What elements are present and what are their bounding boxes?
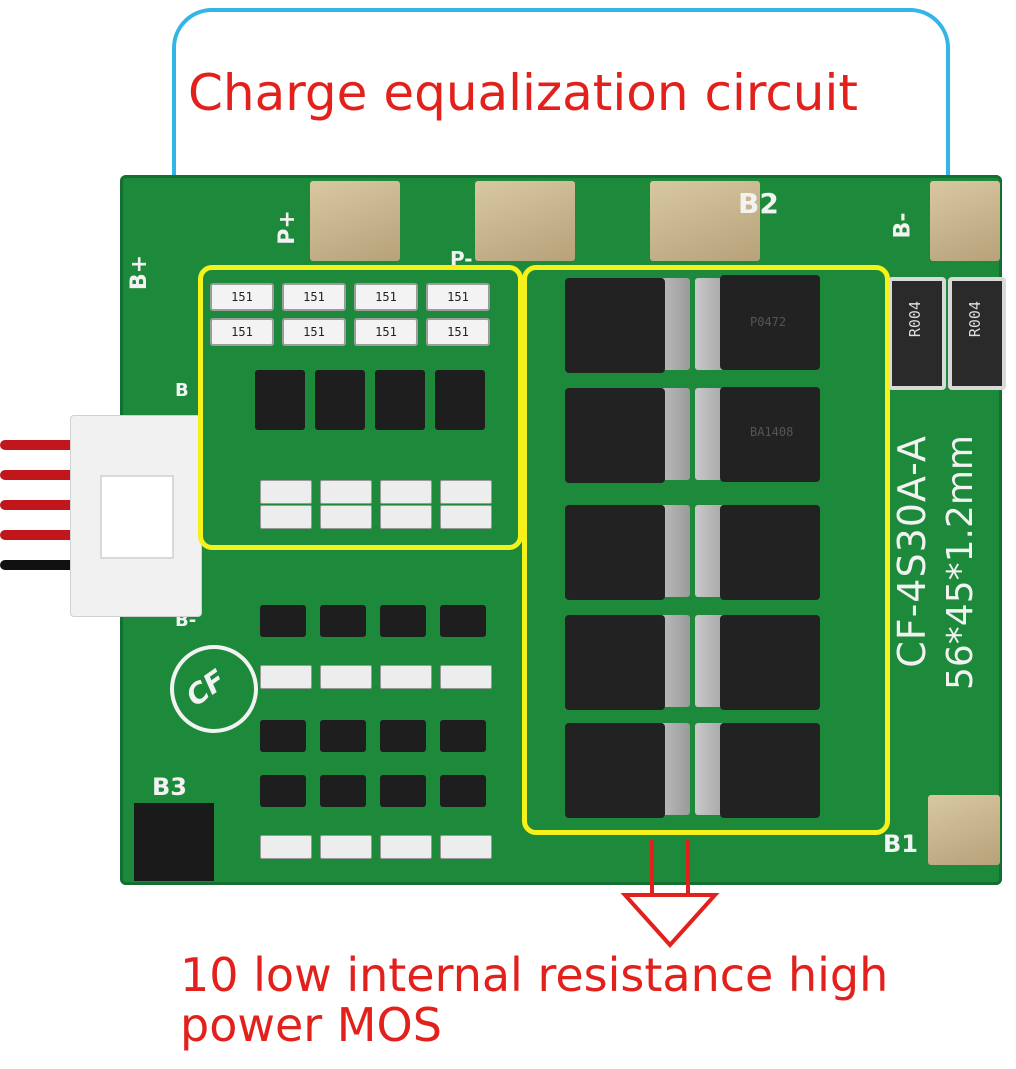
protection-ic bbox=[380, 775, 426, 807]
pad-top-1 bbox=[310, 181, 400, 261]
down-arrow-icon bbox=[620, 893, 720, 948]
label-p-plus: P+ bbox=[274, 210, 300, 245]
label-b2: B2 bbox=[738, 187, 779, 220]
protection-ic bbox=[380, 720, 426, 752]
pad-b1 bbox=[928, 795, 1000, 865]
pad-b3 bbox=[134, 803, 214, 881]
mosfet bbox=[720, 275, 820, 370]
pad-top-3 bbox=[650, 181, 760, 261]
capacitor bbox=[440, 835, 492, 859]
capacitor bbox=[260, 505, 312, 529]
pad-top-2 bbox=[475, 181, 575, 261]
protection-ic bbox=[260, 605, 306, 637]
capacitor bbox=[260, 480, 312, 504]
capacitor bbox=[440, 505, 492, 529]
mosfet bbox=[720, 505, 820, 600]
mosfet-highlight bbox=[522, 265, 890, 835]
balance-ic bbox=[375, 370, 425, 430]
protection-ic bbox=[320, 720, 366, 752]
protection-ic bbox=[320, 775, 366, 807]
resistor-151: 151 bbox=[210, 283, 274, 311]
wire-black bbox=[0, 560, 80, 570]
protection-ic bbox=[440, 720, 486, 752]
pcb-board: B+ P+ P- B2 B- B B- B3 B1 CF CF-4S30A-A … bbox=[120, 175, 1006, 885]
capacitor bbox=[380, 480, 432, 504]
balance-ic bbox=[435, 370, 485, 430]
equalization-highlight bbox=[198, 265, 523, 550]
protection-ic bbox=[260, 775, 306, 807]
mosfet-code: P0472 bbox=[750, 315, 787, 329]
resistor-151: 151 bbox=[282, 283, 346, 311]
mosfet bbox=[720, 615, 820, 710]
resistor-151: 151 bbox=[282, 318, 346, 346]
mosfet-callout-text: 10 low internal resistance high power MO… bbox=[180, 950, 1010, 1050]
arrow-shaft bbox=[650, 840, 690, 920]
mosfet bbox=[565, 723, 665, 818]
label-b3: B3 bbox=[152, 773, 187, 801]
capacitor bbox=[260, 665, 312, 689]
resistor-151: 151 bbox=[210, 318, 274, 346]
wire-red-2 bbox=[0, 470, 80, 480]
protection-ic bbox=[440, 775, 486, 807]
model-text: CF-4S30A-A bbox=[890, 435, 934, 668]
mosfet-callout-line1: 10 low internal resistance high bbox=[180, 948, 889, 1002]
balance-ic bbox=[315, 370, 365, 430]
mosfet bbox=[565, 388, 665, 483]
label-b-plus-top: B+ bbox=[127, 254, 153, 291]
size-text: 56*45*1.2mm bbox=[940, 435, 981, 691]
mosfet-code: BA1408 bbox=[750, 425, 794, 439]
label-b1: B1 bbox=[883, 830, 918, 858]
capacitor bbox=[380, 505, 432, 529]
protection-ic bbox=[260, 720, 306, 752]
label-b-minus-top: B- bbox=[890, 212, 916, 239]
capacitor bbox=[440, 480, 492, 504]
resistor-151: 151 bbox=[426, 283, 490, 311]
wire-red-4 bbox=[0, 530, 80, 540]
mosfet bbox=[565, 278, 665, 373]
balance-ic bbox=[255, 370, 305, 430]
mosfet bbox=[720, 387, 820, 482]
shunt-resistor-1: R004 bbox=[888, 277, 946, 390]
resistor-151: 151 bbox=[426, 318, 490, 346]
capacitor bbox=[320, 480, 372, 504]
wire-red-3 bbox=[0, 500, 80, 510]
pad-top-4 bbox=[930, 181, 1000, 261]
wire-red-1 bbox=[0, 440, 80, 450]
mosfet bbox=[565, 615, 665, 710]
shunt-resistor-2: R004 bbox=[948, 277, 1006, 390]
capacitor bbox=[260, 835, 312, 859]
resistor-151: 151 bbox=[354, 283, 418, 311]
capacitor bbox=[320, 665, 372, 689]
mosfet-callout-line2: power MOS bbox=[180, 998, 442, 1052]
capacitor bbox=[440, 665, 492, 689]
balance-connector bbox=[60, 415, 220, 617]
protection-ic bbox=[440, 605, 486, 637]
cf-logo: CF bbox=[152, 627, 276, 751]
capacitor bbox=[380, 665, 432, 689]
protection-ic bbox=[320, 605, 366, 637]
mosfet bbox=[720, 723, 820, 818]
resistor-151: 151 bbox=[354, 318, 418, 346]
capacitor bbox=[380, 835, 432, 859]
label-b-side: B bbox=[175, 380, 189, 401]
equalization-callout-text: Charge equalization circuit bbox=[188, 64, 858, 122]
capacitor bbox=[320, 835, 372, 859]
capacitor bbox=[320, 505, 372, 529]
mosfet bbox=[565, 505, 665, 600]
protection-ic bbox=[380, 605, 426, 637]
